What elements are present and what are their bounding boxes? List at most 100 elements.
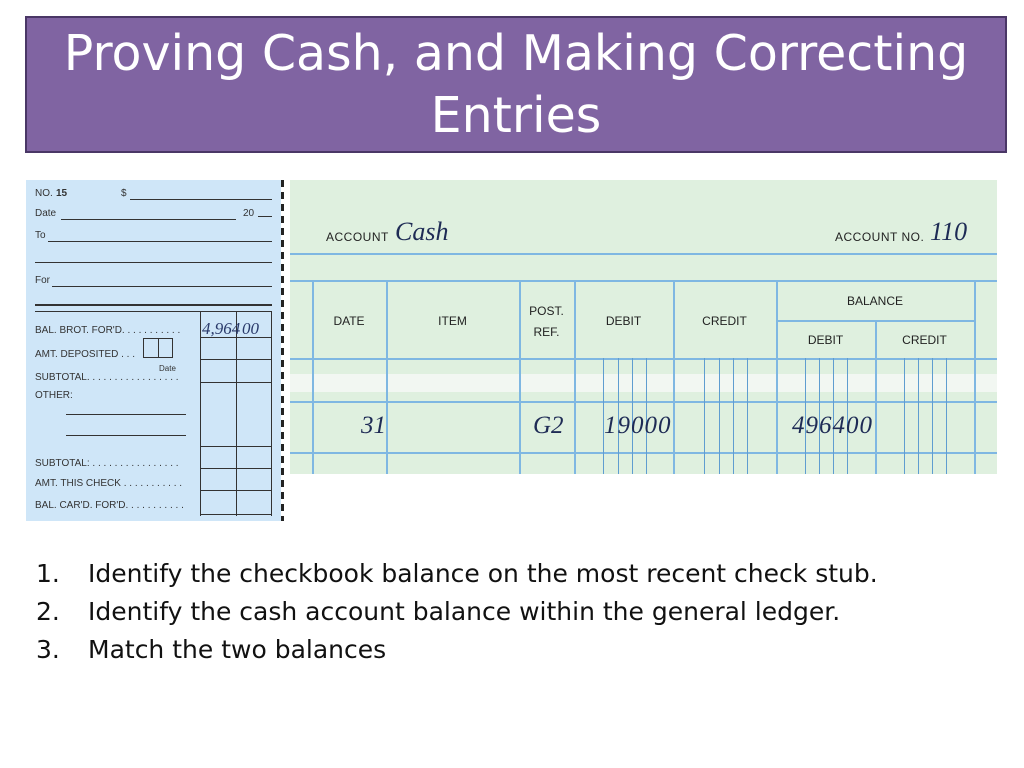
ledger-header-postref-2: REF. [533,325,560,339]
stub-date-label: Date [35,208,57,219]
ledger-col-bal-credit [974,280,976,474]
ledger-tick [833,358,834,474]
ledger-tick [805,358,806,474]
ledger-account-label: ACCOUNT [326,230,389,244]
stub-no-value: 15 [56,188,68,199]
stub-amount-line [130,199,272,200]
step-text: Match the two balances [88,635,387,664]
stub-col-cents [236,311,237,516]
stub-for-line [52,286,272,287]
stub-row-line-1 [200,337,272,338]
stub-row-line-4 [200,446,272,447]
ledger-account-no-label: ACCOUNT NO. [835,230,925,244]
ledger-header-postref-1: POST. [529,304,564,318]
ledger-col-bal-debit [875,320,877,474]
ledger-tick [932,358,933,474]
steps-list: 1. Identify the checkbook balance on the… [36,555,976,669]
stub-subtotal-label-2: SUBTOTAL: . . . . . . . . . . . . . . . … [35,458,179,469]
ledger-tick [733,358,734,474]
stub-to-line-2 [35,262,272,263]
stub-perforation [281,180,284,521]
title-banner: Proving Cash, and Making Correcting Entr… [25,16,1007,153]
stub-year-label: 20 [243,208,255,219]
ledger-tick [618,358,619,474]
ledger-col-date [386,280,388,474]
stub-bal-brot-cents: 00 [242,319,259,338]
stub-to-label: To [35,230,46,241]
ledger-rule-5 [290,452,997,454]
stub-col-dollars [200,311,201,516]
list-item: 2. Identify the cash account balance wit… [36,593,976,631]
ledger-faded-row [290,374,997,392]
ledger-row-date: 31 [361,412,386,439]
ledger-tick [704,358,705,474]
stub-date-line [61,219,236,220]
stub-other-label: OTHER: [35,390,73,401]
ledger-header-balance: BALANCE [846,294,904,308]
ledger-rule-4 [290,401,997,403]
ledger-account: ACCOUNT Cash ACCOUNT NO. 110 DATE ITEM P… [290,180,997,474]
stub-row-line-5 [200,468,272,469]
ledger-col-credit [776,280,778,474]
ledger-row-postref: G2 [533,412,564,439]
ledger-tick [819,358,820,474]
ledger-rule-1 [290,253,997,255]
stub-subtotal-label-1: SUBTOTAL. . . . . . . . . . . . . . . . … [35,372,179,383]
stub-row-line-3 [200,382,272,383]
stub-for-line-2 [35,304,272,306]
ledger-row-debit: 19000 [604,412,672,439]
stub-amt-this-check-label: AMT. THIS CHECK . . . . . . . . . . . [35,478,183,489]
stub-row-line-6 [200,490,272,491]
stub-no-label: NO. [35,188,53,199]
stub-other-line-2 [66,435,186,436]
list-item: 3. Match the two balances [36,631,976,669]
step-text: Identify the checkbook balance on the mo… [88,559,878,588]
ledger-rule-3 [290,358,997,360]
ledger-tick [719,358,720,474]
ledger-col-postref [574,280,576,474]
ledger-tick [603,358,604,474]
stub-date-caption: Date [159,364,176,373]
stub-to-line [48,241,272,242]
ledger-tick [747,358,748,474]
ledger-header-credit: CREDIT [702,314,747,328]
ledger-col-left [312,280,314,474]
ledger-tick [918,358,919,474]
slide-title: Proving Cash, and Making Correcting Entr… [63,24,969,144]
ledger-tick [904,358,905,474]
stub-bal-card-label: BAL. CAR'D. FOR'D. . . . . . . . . . . [35,500,184,511]
stub-amt-deposited-label: AMT. DEPOSITED . . . [35,349,136,360]
list-item: 1. Identify the checkbook balance on the… [36,555,976,593]
stub-bal-brot-label: BAL. BROT. FOR'D. . . . . . . . . . . [35,325,181,336]
step-number: 2. [36,597,60,626]
stub-divider [35,311,272,312]
step-text: Identify the cash account balance within… [88,597,841,626]
ledger-account-name: Cash [395,217,449,246]
ledger-col-item [519,280,521,474]
stub-for-label: For [35,275,50,286]
ledger-header-balance-credit: CREDIT [902,333,947,347]
stub-date-box-divider [158,338,159,358]
ledger-tick [646,358,647,474]
stub-row-line-2 [200,359,272,360]
ledger-header-balance-debit: DEBIT [807,333,844,347]
step-number: 1. [36,559,60,588]
stub-col-right [271,311,272,516]
ledger-header-date: DATE [333,314,365,328]
stub-row-line-7 [200,514,272,515]
check-stub: NO. 15 $ Date 20 To For BAL. BROT. FOR'D… [26,180,281,521]
ledger-rule-2 [290,280,997,282]
ledger-account-no: 110 [930,217,968,246]
ledger-col-debit [673,280,675,474]
step-number: 3. [36,635,60,664]
ledger-row-balance-debit: 496400 [792,412,873,439]
ledger-tick [632,358,633,474]
stub-bal-brot-amount: 4,964 [202,319,241,338]
ledger-tick [847,358,848,474]
stub-other-line-1 [66,414,186,415]
stub-dollar-label: $ [121,188,127,199]
ledger-header-debit: DEBIT [605,314,642,328]
ledger-tick [946,358,947,474]
stub-year-line [258,216,272,217]
ledger-header-item: ITEM [438,314,467,328]
